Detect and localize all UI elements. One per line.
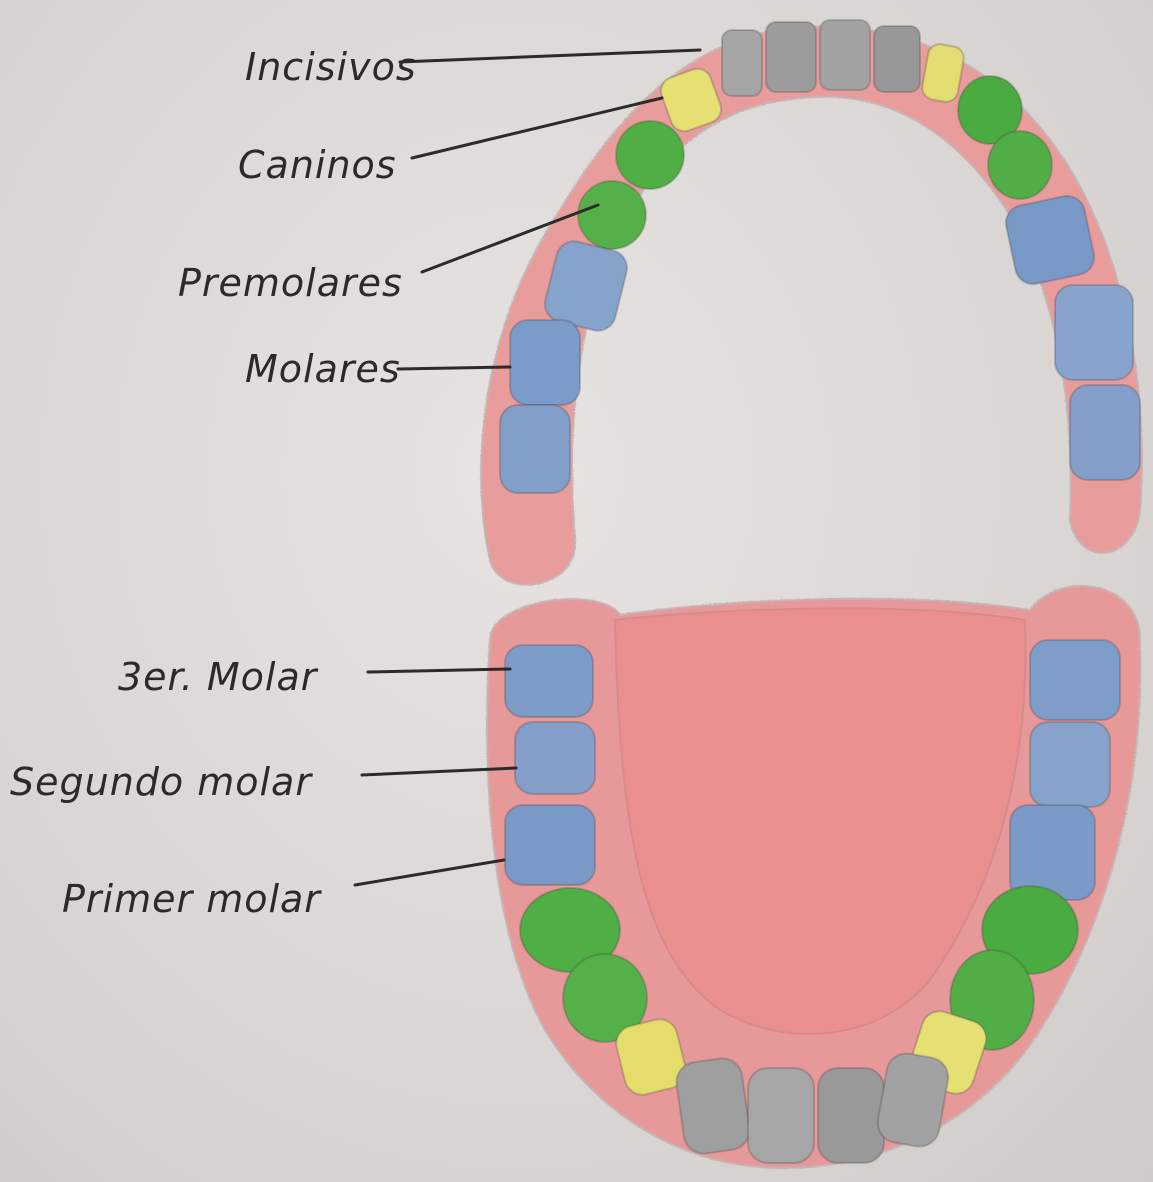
upper-premolar-right-2 [988,131,1052,199]
upper-molar-left-3 [500,405,570,493]
upper-premolar-left-1 [616,121,684,189]
leader-primer-molar [355,860,504,885]
label-primer-molar: Primer molar [62,877,322,921]
leader-molares [398,367,510,369]
lower-molar-right-2 [1030,722,1110,807]
label-segundo-molar: Segundo molar [10,760,313,804]
upper-dental-arch [481,20,1142,585]
label-incisivos: Incisivos [245,45,417,89]
lower-molar-left-2 [515,722,595,794]
label-premolares: Premolares [178,261,403,305]
upper-incisor-3 [820,20,870,90]
upper-molar-left-2 [510,320,580,405]
lower-dental-arch [487,586,1140,1168]
label-tercer-molar: 3er. Molar [118,655,319,699]
upper-incisor-2 [766,22,816,92]
leader-incisivos [400,50,700,62]
lower-molar-right-3 [1030,640,1120,720]
lower-molar-left-1 [505,805,595,885]
lower-molar-left-3 [505,645,593,717]
upper-incisor-4 [874,26,920,92]
labels: Incisivos Caninos Premolares Molares 3er… [10,45,417,921]
label-molares: Molares [245,347,401,391]
upper-molar-right-3 [1070,385,1140,480]
lower-incisor-1 [674,1056,752,1156]
upper-molar-right-1 [1003,193,1098,288]
upper-premolar-left-2 [578,181,646,249]
upper-incisor-1 [722,30,762,96]
lower-incisor-2 [748,1068,814,1163]
lower-incisor-3 [818,1068,884,1163]
label-caninos: Caninos [238,143,397,187]
upper-molar-right-2 [1055,285,1133,380]
